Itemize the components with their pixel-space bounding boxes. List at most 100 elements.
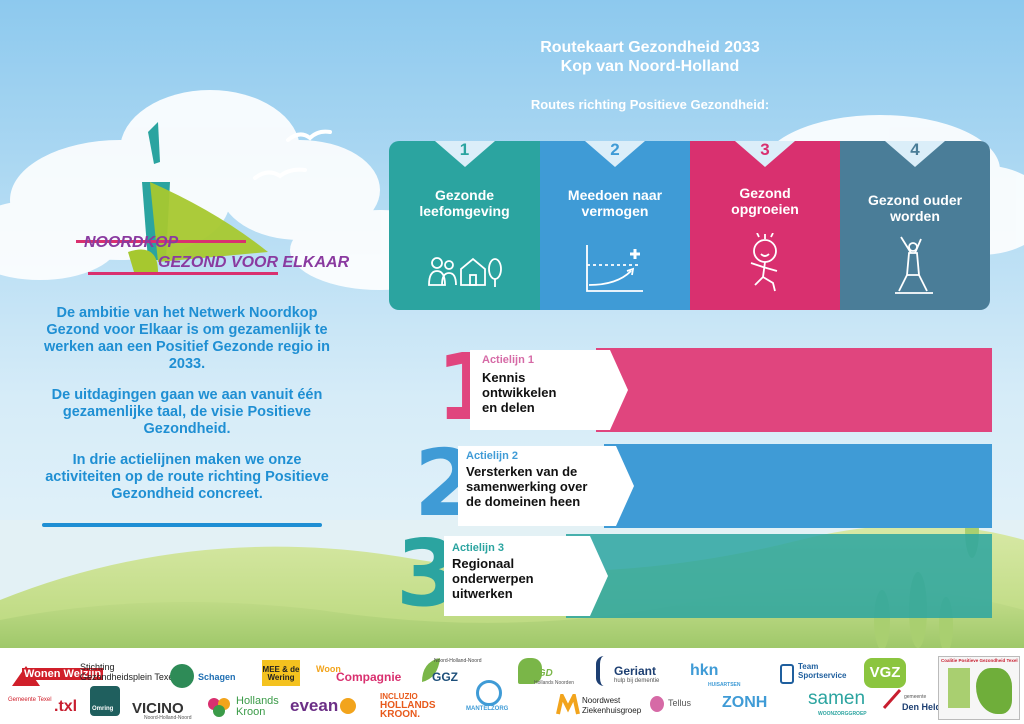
ggd-logo-icon [518,658,542,684]
texel-map-icon [976,668,1012,714]
actielijn-2-box [458,446,616,526]
schagen-logo: Schagen [198,672,236,682]
intro-paragraph-2: De uitdagingen gaan we aan vanuit één ge… [51,387,323,437]
people-house-tree-icon [427,257,502,287]
actielijn-3-line1: Regionaal [452,556,515,571]
coalitie-image-icon [948,668,970,708]
gezondheidsplein-texel-logo: Stichting Gezondheidsplein Texel [80,662,175,682]
route-1-label-line1: Gezonde [434,187,495,203]
actielijn-3-band [566,534,992,618]
team-sportservice-logo: Team Sportservice [798,662,846,680]
route-4-label-line2: worden [890,208,940,224]
route-1-number: 1 [459,141,470,159]
samen-logo: samen [808,688,866,709]
route-3: 3 Gezond opgroeien [690,141,840,310]
team-sport-line1: Team [798,662,819,671]
route-2-label-line1: Meedoen naar [567,187,663,203]
actielijn-3-arrow [590,536,608,616]
partner-logos-footer: Wonen Welzijn Gemeente Texel .txl Sticht… [0,648,1024,724]
actielijn-2-line1: Versterken van de [466,464,578,479]
geriant-logo: Geriant [614,664,657,678]
route-2-label: Meedoen naar vermogen [546,187,684,219]
running-child-icon [750,233,778,292]
logo-text-bottom: GEZOND VOOR ELKAAR [158,254,350,271]
route-notch [585,141,645,167]
mantelzorg-logo: MANTELZORG [466,706,509,712]
route-3-number: 3 [760,141,770,159]
actielijn-2-arrow [616,446,634,526]
title-line-1: Routekaart Gezondheid 2033 [540,39,760,56]
actielijn-3-line3: uitwerken [452,586,513,601]
intro-divider [42,523,322,527]
ggd-logo: GGD [530,668,553,679]
actielijn-1: 1 Actielijn 1 Kennis ontwikkelen en dele… [436,342,992,434]
actielijn-3-box [444,536,590,616]
noordwest-logo-icon [556,694,580,715]
route-2-label-line2: vermogen [581,203,649,219]
route-1-label-line2: leefomgeving [419,203,510,219]
ggz-logo: GGZ [432,670,458,684]
routes-heading: Routes richting Positieve Gezondheid: [530,97,770,112]
samen-sub: WOONZORGGROEP [818,711,867,717]
growth-chart-icon [586,245,643,292]
route-notch [434,141,495,167]
compagnie-logo: Compagnie [336,670,402,684]
team-sport-line2: Sportservice [798,671,847,680]
stretching-person-icon [895,236,933,294]
hkn-logo: hkn [690,662,719,679]
actielijn-3-text: Regionaal onderwerpen uitwerken [452,556,534,601]
txl-logo: .txl [54,698,78,715]
actielijn-2-band [604,444,992,528]
wonen-welzijn-logo: Wonen Welzijn [22,668,104,680]
route-3-label: Gezond opgroeien [696,185,834,217]
actielijn-1-line1: Kennis [482,370,526,385]
mantelzorg-logo-icon [476,680,502,706]
tellus-logo: Tellus [668,698,692,708]
route-4: 4 Gezond ouder worden [840,141,990,310]
actielijn-2-text: Versterken van de samenwerking over de d… [466,464,587,509]
den-helder-logo-icon [882,689,902,709]
route-1-label: Gezonde leefomgeving [395,187,534,219]
vicino-logo: VICINO [132,700,184,717]
actielijn-1-band [596,348,992,432]
route-4-label-line1: Gezond ouder [867,192,963,208]
noordwest-line2: Ziekenhuisgroep [582,706,642,715]
evean-sun-icon [340,698,356,714]
actielijn-1-text: Kennis ontwikkelen en delen [482,370,556,415]
ggz-top-text: Noord-Holland-Noord [434,658,482,664]
zonh-logo: ZONH [722,694,768,711]
stichting-line2: Gezondheidsplein Texel [80,672,176,682]
tellus-logo-icon [650,696,664,712]
actielijn-1-line2: ontwikkelen [482,385,557,400]
route-2: 2 Meedoen naar vermogen [540,141,690,310]
omring-logo-icon [90,686,120,716]
route-4-label: Gezond ouder worden [846,192,984,224]
route-3-label-line1: Gezond [739,185,791,201]
incluzio-line3: KROON. [380,709,420,720]
route-1: 1 Gezonde leefomgeving [389,141,540,310]
actielijn-2-line3: de domeinen heen [466,494,581,509]
mee-de-wering-logo: MEE & de Wering [262,660,300,686]
schagen-logo-icon [170,664,194,688]
actielijn-3-line2: onderwerpen [452,571,534,586]
noordwest-logo: Noordwest Ziekenhuisgroep [582,696,641,716]
noordkop-logo: NOORDKOP GEZOND VOOR ELKAAR [58,122,349,292]
incluzio-line1: INCLUZIO [380,692,418,701]
actielijn-1-arrow [610,350,628,430]
incluzio-logo: INCLUZIO HOLLANDS KROON. [380,692,436,720]
title-line-2: Kop van Noord-Holland [560,58,740,75]
ggz-leaf-icon [422,658,440,682]
geriant-logo-icon [596,656,612,686]
incluzio-line2: HOLLANDS [380,700,436,711]
coalitie-logo: Coalitie Positieve Gezondheid Texel [941,658,1018,663]
hollands-kroon-flower-icon [208,698,230,717]
vicino-sub: Noord-Holland-Noord [144,715,192,721]
hollands-kroon-logo: Hollands Kroon [236,695,279,718]
actielijn-2-label: Actielijn 2 [466,450,518,462]
actielijn-3: 3 Actielijn 3 Regionaal onderwerpen uitw… [396,528,992,620]
den-helder-logo: Den Helder [902,702,950,712]
intro-paragraph-1: De ambitie van het Netwerk Noordkop Gezo… [43,305,331,372]
geriant-sub: hulp bij dementie [614,678,660,684]
actielijn-2-line2: samenwerking over [466,479,588,494]
route-3-label-line2: opgroeien [731,201,799,217]
